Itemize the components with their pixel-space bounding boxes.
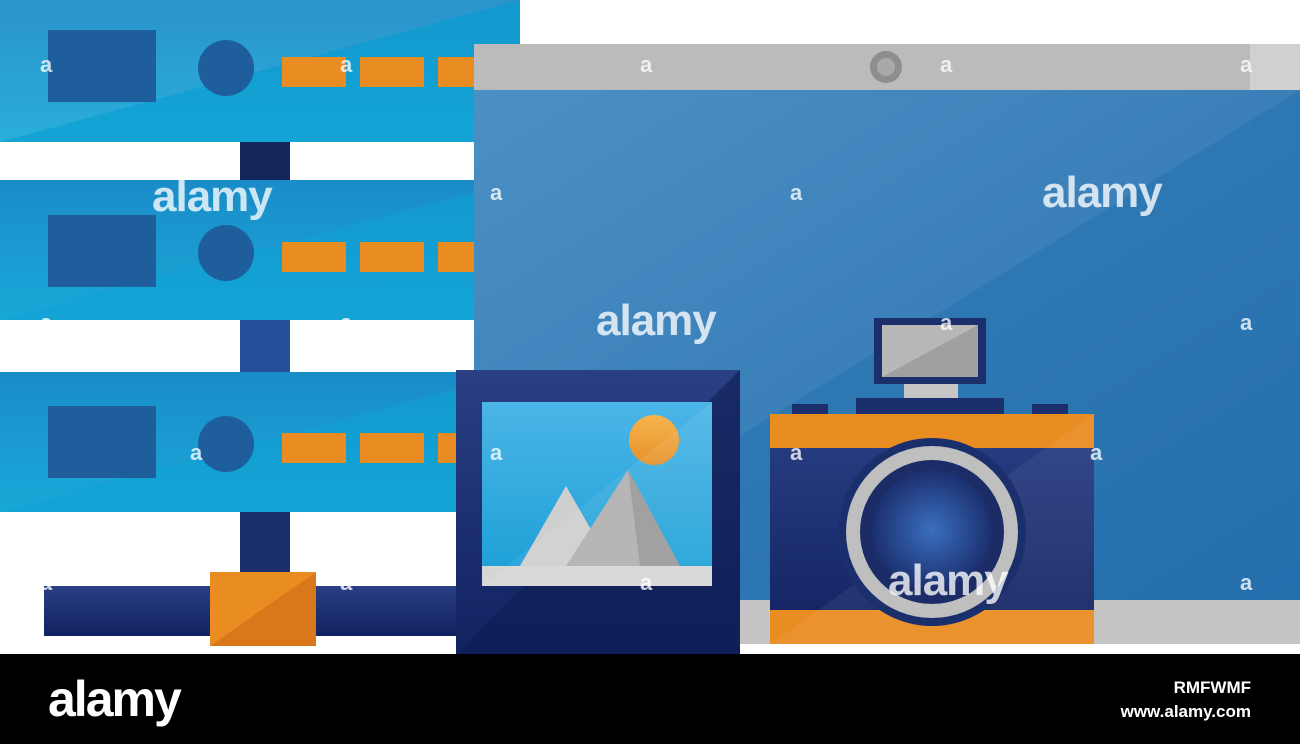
server-unit-1: [0, 0, 520, 142]
server-unit-3: [0, 372, 520, 512]
server-unit-2: [0, 180, 520, 320]
footer-bar: alamy RMFWMF www.alamy.com: [0, 654, 1300, 744]
network-node-icon: [44, 512, 464, 646]
server-rack-icon: [0, 0, 520, 646]
site-url: www.alamy.com: [1120, 702, 1251, 721]
illustration-art: [0, 0, 1300, 654]
photo-frame-icon: [456, 370, 740, 654]
image-id: RMFWMF: [1173, 678, 1251, 697]
photo-camera-icon: [770, 318, 1094, 644]
footer-logo: alamy: [48, 671, 182, 727]
